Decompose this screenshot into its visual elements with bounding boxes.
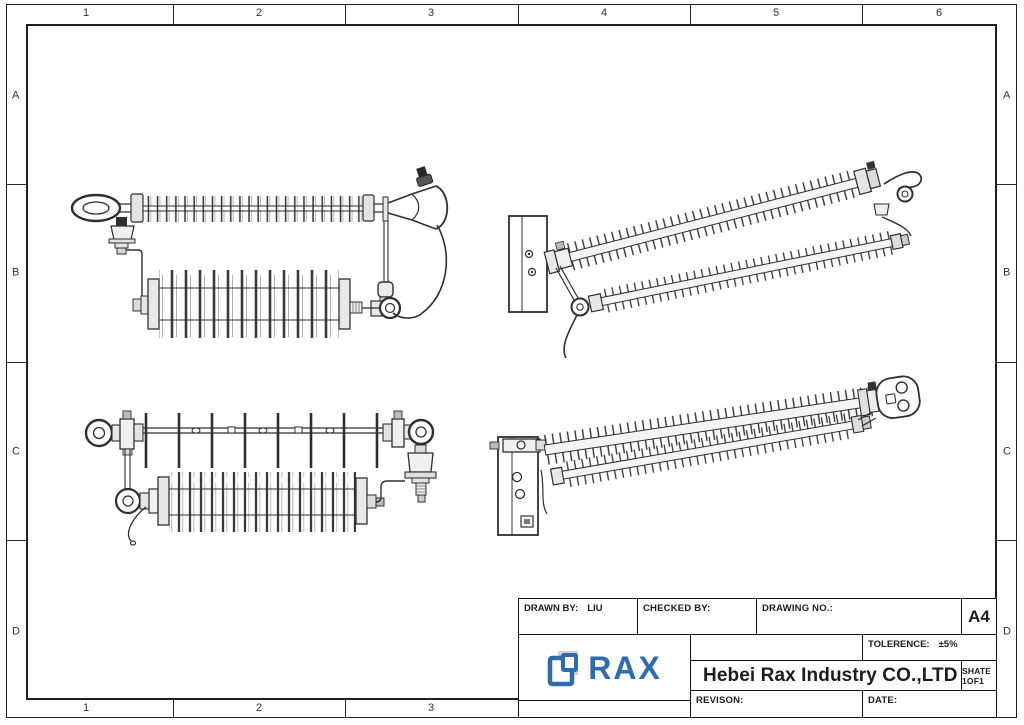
arrester-shed-band (169, 472, 356, 532)
arrester-unit (587, 230, 911, 314)
sheet-inner-border-bottom (26, 698, 520, 700)
insulator-discs (144, 413, 379, 468)
arrester-unit (542, 375, 921, 465)
grid-label-right-c: C (1003, 445, 1011, 458)
view-angled-insulator-arrester-1 (508, 160, 922, 359)
grid-divider (997, 184, 1017, 185)
grid-label-right-a: A (1003, 89, 1011, 102)
grid-divider (997, 362, 1017, 363)
titleblock-drawn-by-cell: DRAWN BY: LIU (518, 598, 638, 635)
disconnector-fitting (407, 452, 434, 473)
paper-size: A4 (968, 606, 990, 626)
drawn-by-value: LIU (587, 603, 603, 614)
arrester-shed-band (159, 270, 339, 338)
lead-wire (126, 249, 143, 297)
titleblock-tolerance-cell: TOLERENCE: ±5% (862, 634, 997, 661)
titleblock-logo-cell: RAX (518, 634, 691, 701)
titleblock-sheet-cell: SHATE 1OF1 (961, 660, 997, 691)
view-horizontal-insulator-arrester-2 (84, 410, 437, 546)
view-angled-insulator-arrester-2 (489, 375, 921, 536)
sheet-number: SHATE 1OF1 (962, 665, 992, 686)
titleblock-paper-size-cell: A4 (961, 598, 997, 635)
company-name: Hebei Rax Industry CO.,LTD (703, 664, 958, 686)
insulator-unit (543, 160, 882, 275)
horn-fitting (883, 171, 922, 190)
grid-label-bottom-3: 3 (427, 702, 435, 714)
sheet-outer-border (6, 4, 1017, 718)
view-horizontal-insulator-arrester-1 (70, 166, 449, 338)
drawn-by-label: DRAWN BY: (524, 603, 579, 614)
grid-divider (173, 699, 174, 718)
titleblock-revision-cell: REVISON: (690, 690, 863, 718)
arrester-flange (147, 278, 160, 330)
grid-divider (345, 4, 346, 24)
grid-label-top-2: 2 (255, 7, 263, 19)
grid-divider (173, 4, 174, 24)
lead-wire (375, 480, 405, 503)
titleblock-empty-cell (690, 634, 863, 661)
grid-label-top-5: 5 (772, 7, 780, 19)
end-plate (875, 375, 921, 419)
arrester-flange (157, 476, 170, 526)
grid-divider (345, 699, 346, 718)
checked-by-label: CHECKED BY: (643, 603, 711, 614)
titleblock-bottom-empty-cell (518, 700, 691, 718)
mounting-bracket (508, 215, 548, 313)
grid-divider (518, 4, 519, 24)
grid-label-top-4: 4 (600, 7, 608, 19)
grid-label-right-d: D (1003, 625, 1011, 638)
grid-label-top-3: 3 (427, 7, 435, 19)
grid-label-top-6: 6 (935, 7, 943, 19)
lead-wire (127, 506, 147, 542)
tolerance-value: ±5% (938, 639, 958, 650)
revision-label: REVISON: (696, 695, 744, 706)
grid-divider (862, 4, 863, 24)
grid-label-top-1: 1 (82, 7, 90, 19)
sheet-inner-border-top (26, 24, 997, 26)
grid-label-right-b: B (1003, 266, 1011, 279)
grid-label-bottom-2: 2 (255, 702, 263, 714)
grid-divider (6, 362, 26, 363)
grid-divider (690, 4, 691, 24)
bolt (416, 166, 434, 187)
titleblock-company-cell: Hebei Rax Industry CO.,LTD (690, 660, 962, 691)
lead-wire (563, 314, 578, 359)
rax-logo-icon (547, 650, 579, 686)
grid-label-left-a: A (12, 89, 20, 102)
grid-divider (997, 540, 1017, 541)
disconnector-fitting (110, 225, 135, 241)
insulator-unit (549, 412, 872, 488)
lead-wire (392, 224, 448, 319)
sheet-inner-border-right (995, 24, 997, 700)
grid-label-bottom-1: 1 (82, 702, 90, 714)
grid-label-left-c: C (12, 445, 20, 458)
sheet-inner-border-left (26, 24, 28, 700)
titleblock-checked-by-cell: CHECKED BY: (637, 598, 757, 635)
insulator-shed-band (143, 196, 363, 222)
grid-divider (6, 540, 26, 541)
lead-wire (540, 469, 548, 515)
titleblock-date-cell: DATE: (862, 690, 997, 718)
drawing-no-label: DRAWING NO.: (762, 603, 834, 614)
lead-wire (881, 216, 912, 237)
rax-logo-text: RAX (588, 649, 662, 686)
grid-divider (6, 184, 26, 185)
titleblock-drawing-no-cell: DRAWING NO.: (756, 598, 962, 635)
date-label: DATE: (868, 695, 898, 706)
grid-label-left-d: D (12, 625, 20, 638)
tolerance-label: TOLERENCE: (868, 639, 930, 650)
grid-label-left-b: B (12, 266, 20, 279)
